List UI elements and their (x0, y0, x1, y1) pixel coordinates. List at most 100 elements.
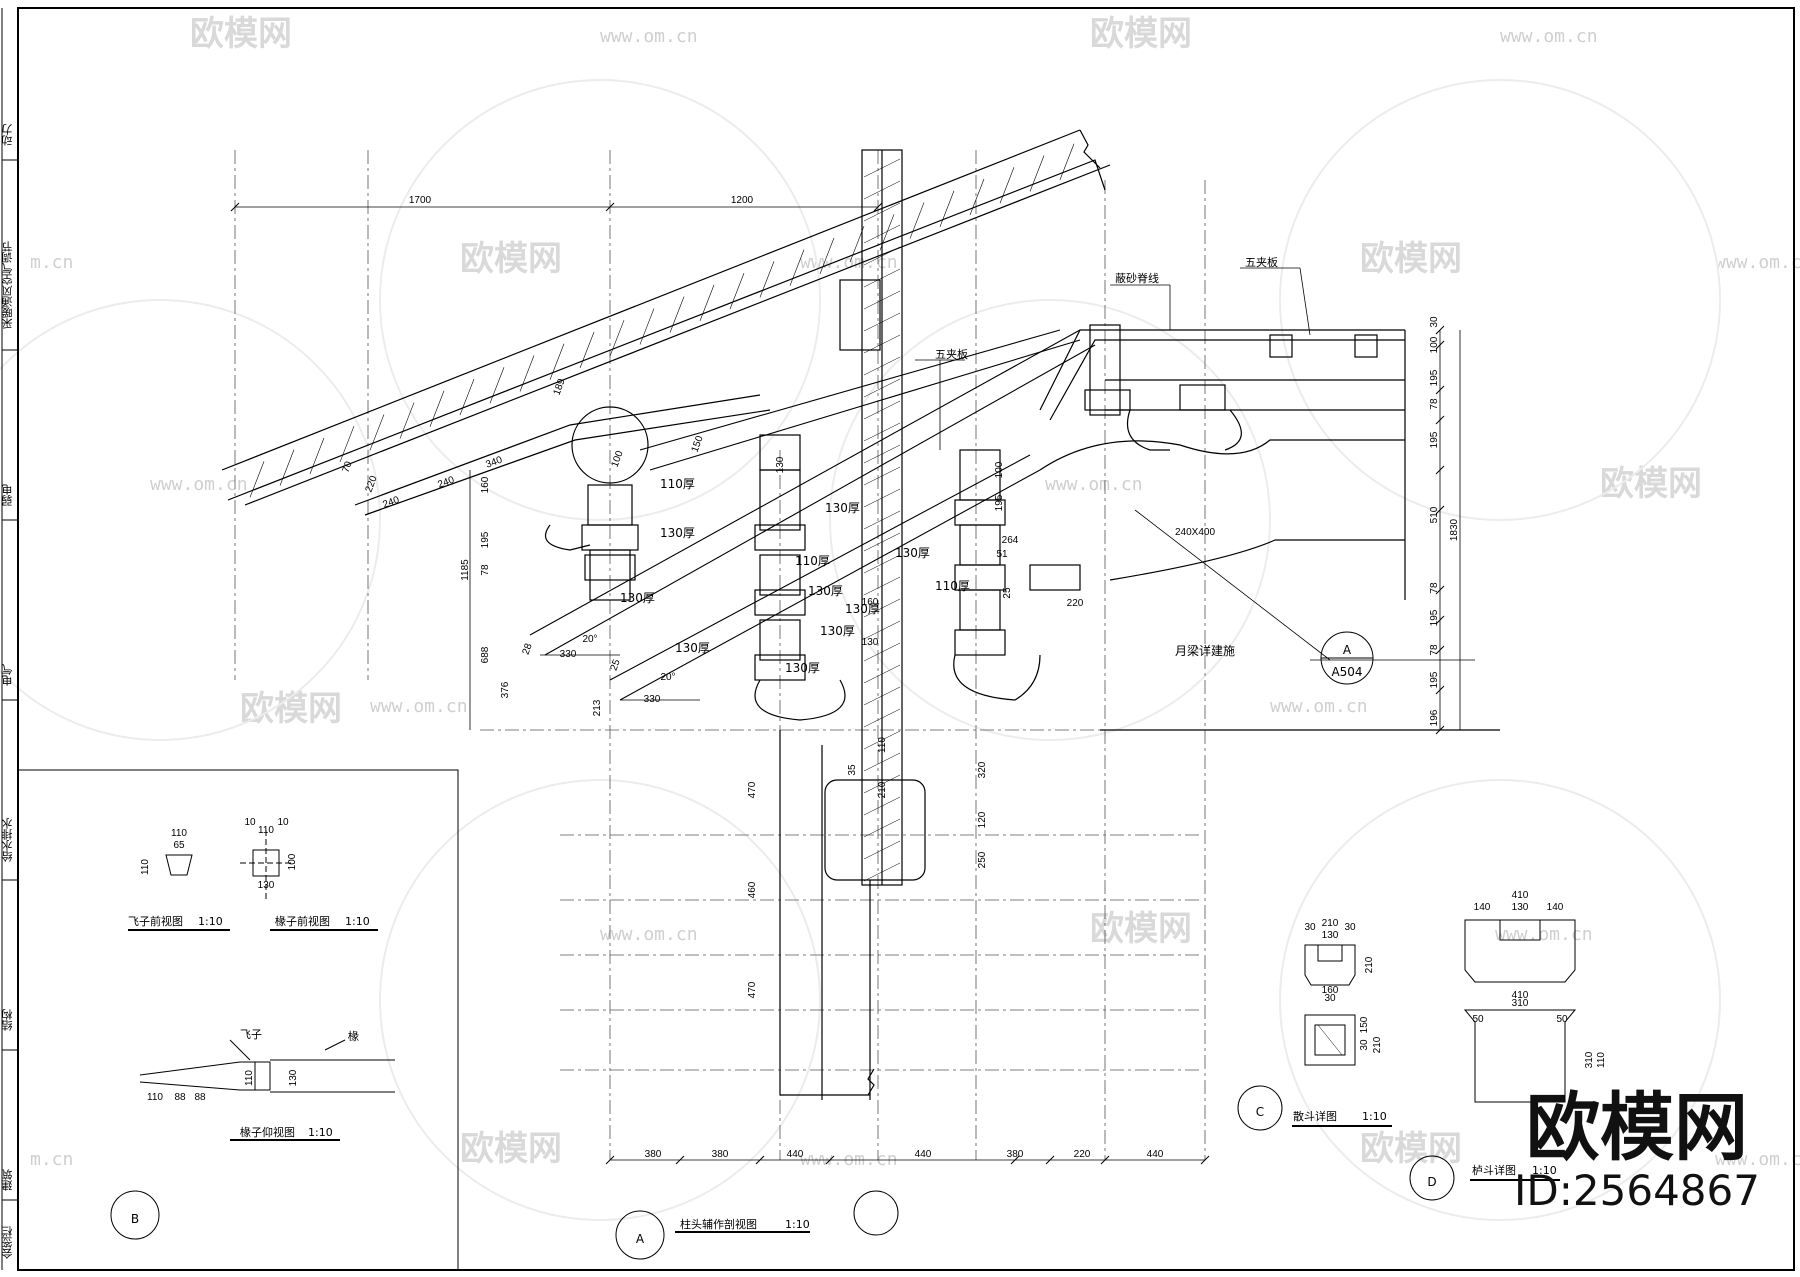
side-tab-dividers (2, 159, 18, 1201)
detail-b-dim: 110 (171, 828, 187, 839)
watermark-brand: 欧模网 (190, 14, 292, 54)
watermark-url: www.om.cn (600, 924, 698, 945)
detail-b-title-3: 椽子仰视图 (240, 1125, 295, 1139)
watermark-arc (1279, 79, 1721, 521)
detail-b-scale-3: 1:10 (308, 1126, 333, 1139)
sheet-border (17, 7, 1795, 1271)
watermark-url: www.om.cn (1715, 252, 1800, 273)
top-dim: 1200 (731, 195, 754, 206)
watermark-brand: 欧模网 (1360, 1129, 1462, 1169)
detail-d-dim: 140 (1474, 902, 1491, 913)
side-tab-plumbing: 给水排水 (1, 818, 14, 862)
misc-dim: 130 (775, 456, 786, 473)
callout-letter: A (1343, 643, 1352, 657)
detail-c-scale: 1:10 (1362, 1110, 1387, 1123)
construction-grid (234, 150, 1500, 1160)
detail-b-dim: 88 (194, 1092, 206, 1103)
detail-b-dim: 10 (277, 817, 289, 828)
left-dim: 78 (480, 564, 491, 576)
detail-c-dim: 30 (1304, 922, 1316, 933)
moon-beam (1039, 329, 1500, 731)
detail-a-scale: 1:10 (785, 1218, 810, 1231)
misc-dim: 120 (977, 811, 988, 828)
right-dim: 78 (1429, 644, 1440, 656)
thickness-label: 130厚 (660, 526, 695, 540)
bracket-set-left (545, 406, 846, 721)
misc-dim: 460 (747, 881, 758, 898)
thickness-label: 130厚 (675, 641, 710, 655)
right-dim-total: 1830 (1449, 518, 1460, 541)
watermark-url: www.om.cn (1495, 924, 1593, 945)
detail-c-dim: 30 (1324, 993, 1336, 1004)
watermark-arc (379, 779, 821, 1221)
watermark-url-short: m.cn (30, 252, 73, 273)
misc-dim: 250 (977, 851, 988, 868)
detail-d-dim: 410 (1512, 990, 1529, 1001)
left-dim: 213 (592, 699, 603, 716)
watermark-url: www.om.cn (370, 696, 468, 717)
misc-dim: 160 (862, 597, 879, 608)
dimension-ticks (230, 202, 1445, 1165)
watermark-url: www.om.cn (150, 474, 248, 495)
thickness-label: 130厚 (820, 624, 855, 638)
detail-d-dim: 50 (1556, 1014, 1568, 1025)
misc-dim: 100 (994, 461, 1005, 478)
detail-c-dim: 130 (1322, 930, 1339, 941)
bottom-dim: 440 (915, 1149, 932, 1160)
left-dim: 376 (500, 681, 511, 698)
detail-b-dim: 130 (288, 1069, 299, 1086)
ridge-post (839, 149, 903, 886)
watermark-url: www.om.cn (800, 252, 898, 273)
right-dim: 195 (1429, 671, 1440, 688)
misc-dim: 20° (660, 672, 675, 683)
watermark-url: www.om.cn (1715, 1149, 1800, 1170)
label-five-ply-lower: 五夹板 (935, 347, 968, 361)
misc-dim: 25 (609, 658, 623, 673)
detail-b-dim: 110 (140, 859, 151, 875)
misc-dim: 28 (521, 642, 535, 657)
watermark-brand: 欧模网 (240, 689, 342, 729)
bottom-dim: 220 (1074, 1149, 1091, 1160)
misc-dim: 100 (610, 449, 626, 469)
detail-b-dim: 10 (244, 817, 256, 828)
main-column (779, 730, 926, 1100)
bottom-dim: 380 (712, 1149, 729, 1160)
watermark-arc (1279, 779, 1721, 1221)
thickness-label: 130厚 (895, 546, 930, 560)
right-dim: 195 (1429, 369, 1440, 386)
side-tab-electrical: 电气 (1, 664, 14, 686)
roof-slab (221, 129, 1111, 516)
misc-dim: 470 (747, 781, 758, 798)
detail-b-dim: 110 (244, 1070, 255, 1086)
label-beam-size: 240X400 (1175, 527, 1215, 538)
misc-dim: 220 (1067, 598, 1084, 609)
callout-a504: A A504 (1320, 631, 1374, 685)
detail-b-dim: 110 (258, 825, 274, 836)
leader-lines (915, 267, 1475, 661)
sloped-beam (529, 329, 1096, 701)
misc-dim: 340 (484, 454, 504, 470)
misc-dim: 195 (994, 494, 1005, 511)
callout-sheet: A504 (1331, 665, 1362, 679)
misc-dim: 35 (847, 764, 858, 776)
detail-c-dim: 30 (1344, 922, 1356, 933)
misc-dim: 320 (977, 761, 988, 778)
detail-d-dim: 50 (1472, 1014, 1484, 1025)
misc-dim: 240 (436, 474, 456, 490)
detail-b (110, 830, 395, 1240)
bottom-dim: 440 (1147, 1149, 1164, 1160)
detail-c-dim: 210 (1364, 956, 1375, 973)
post-hatch (863, 158, 901, 882)
right-dim: 195 (1429, 609, 1440, 626)
misc-dim: 130 (862, 637, 879, 648)
detail-b-dim: 65 (173, 840, 185, 851)
misc-dim: 330 (560, 649, 577, 660)
